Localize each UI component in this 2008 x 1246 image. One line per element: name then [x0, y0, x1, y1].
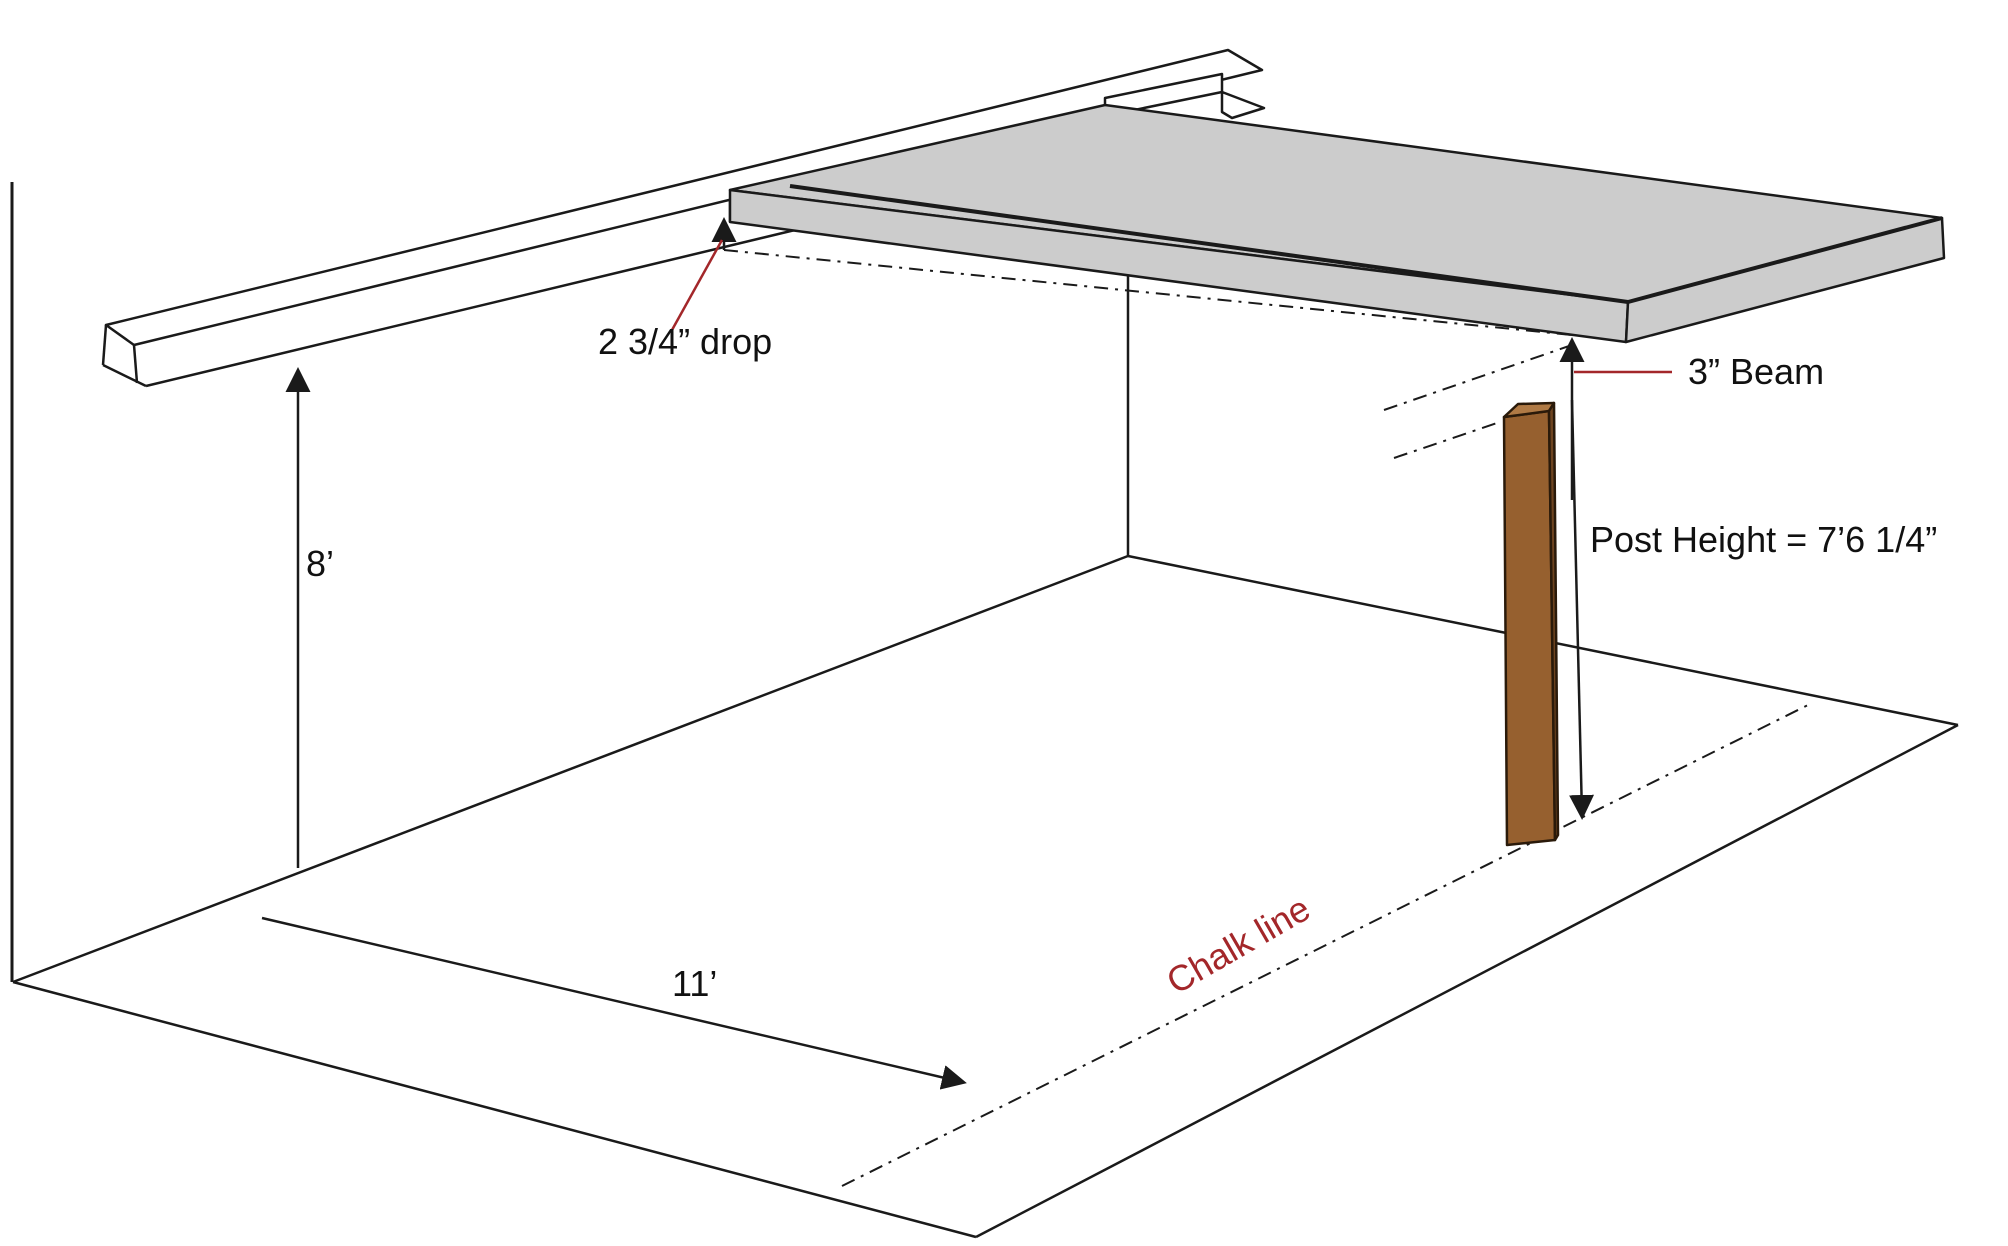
- post: [1502, 401, 1560, 847]
- floor-outline: [12, 554, 1959, 1239]
- post-height-label: Post Height = 7’6 1/4”: [1590, 519, 1937, 560]
- wall-height-label: 8’: [306, 543, 334, 584]
- drop-label: 2 3/4” drop: [598, 321, 772, 362]
- post-height-arrow-down: [1569, 399, 1595, 820]
- drop-reference-line: [723, 249, 1573, 336]
- ledger-trim: [101, 48, 1264, 388]
- roof-panel: [728, 103, 1946, 344]
- distance-label: 11’: [672, 963, 717, 1004]
- beam-guide-line-top: [1383, 344, 1573, 411]
- chalk-line-label: Chalk line: [1160, 887, 1317, 1002]
- distance-arrow: [261, 916, 967, 1090]
- drop-leader-line: [670, 239, 724, 331]
- beam-label: 3” Beam: [1688, 351, 1824, 392]
- back-bracket: [1103, 72, 1266, 120]
- beam-guide-line-bottom: [1393, 421, 1501, 459]
- chalk-line: [841, 703, 1811, 1187]
